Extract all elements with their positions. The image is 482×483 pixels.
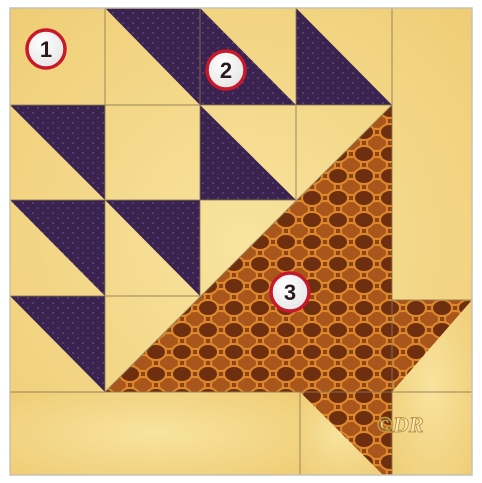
marker-3-label: 3 bbox=[284, 280, 296, 305]
marker-2: 2 bbox=[207, 51, 245, 89]
marker-2-label: 2 bbox=[220, 58, 232, 83]
bottom-light-strip bbox=[10, 392, 300, 475]
copyright-watermark: ©DR bbox=[377, 412, 424, 437]
marker-1: 1 bbox=[27, 30, 65, 68]
marker-1-label: 1 bbox=[40, 37, 52, 62]
marker-3: 3 bbox=[271, 273, 309, 311]
